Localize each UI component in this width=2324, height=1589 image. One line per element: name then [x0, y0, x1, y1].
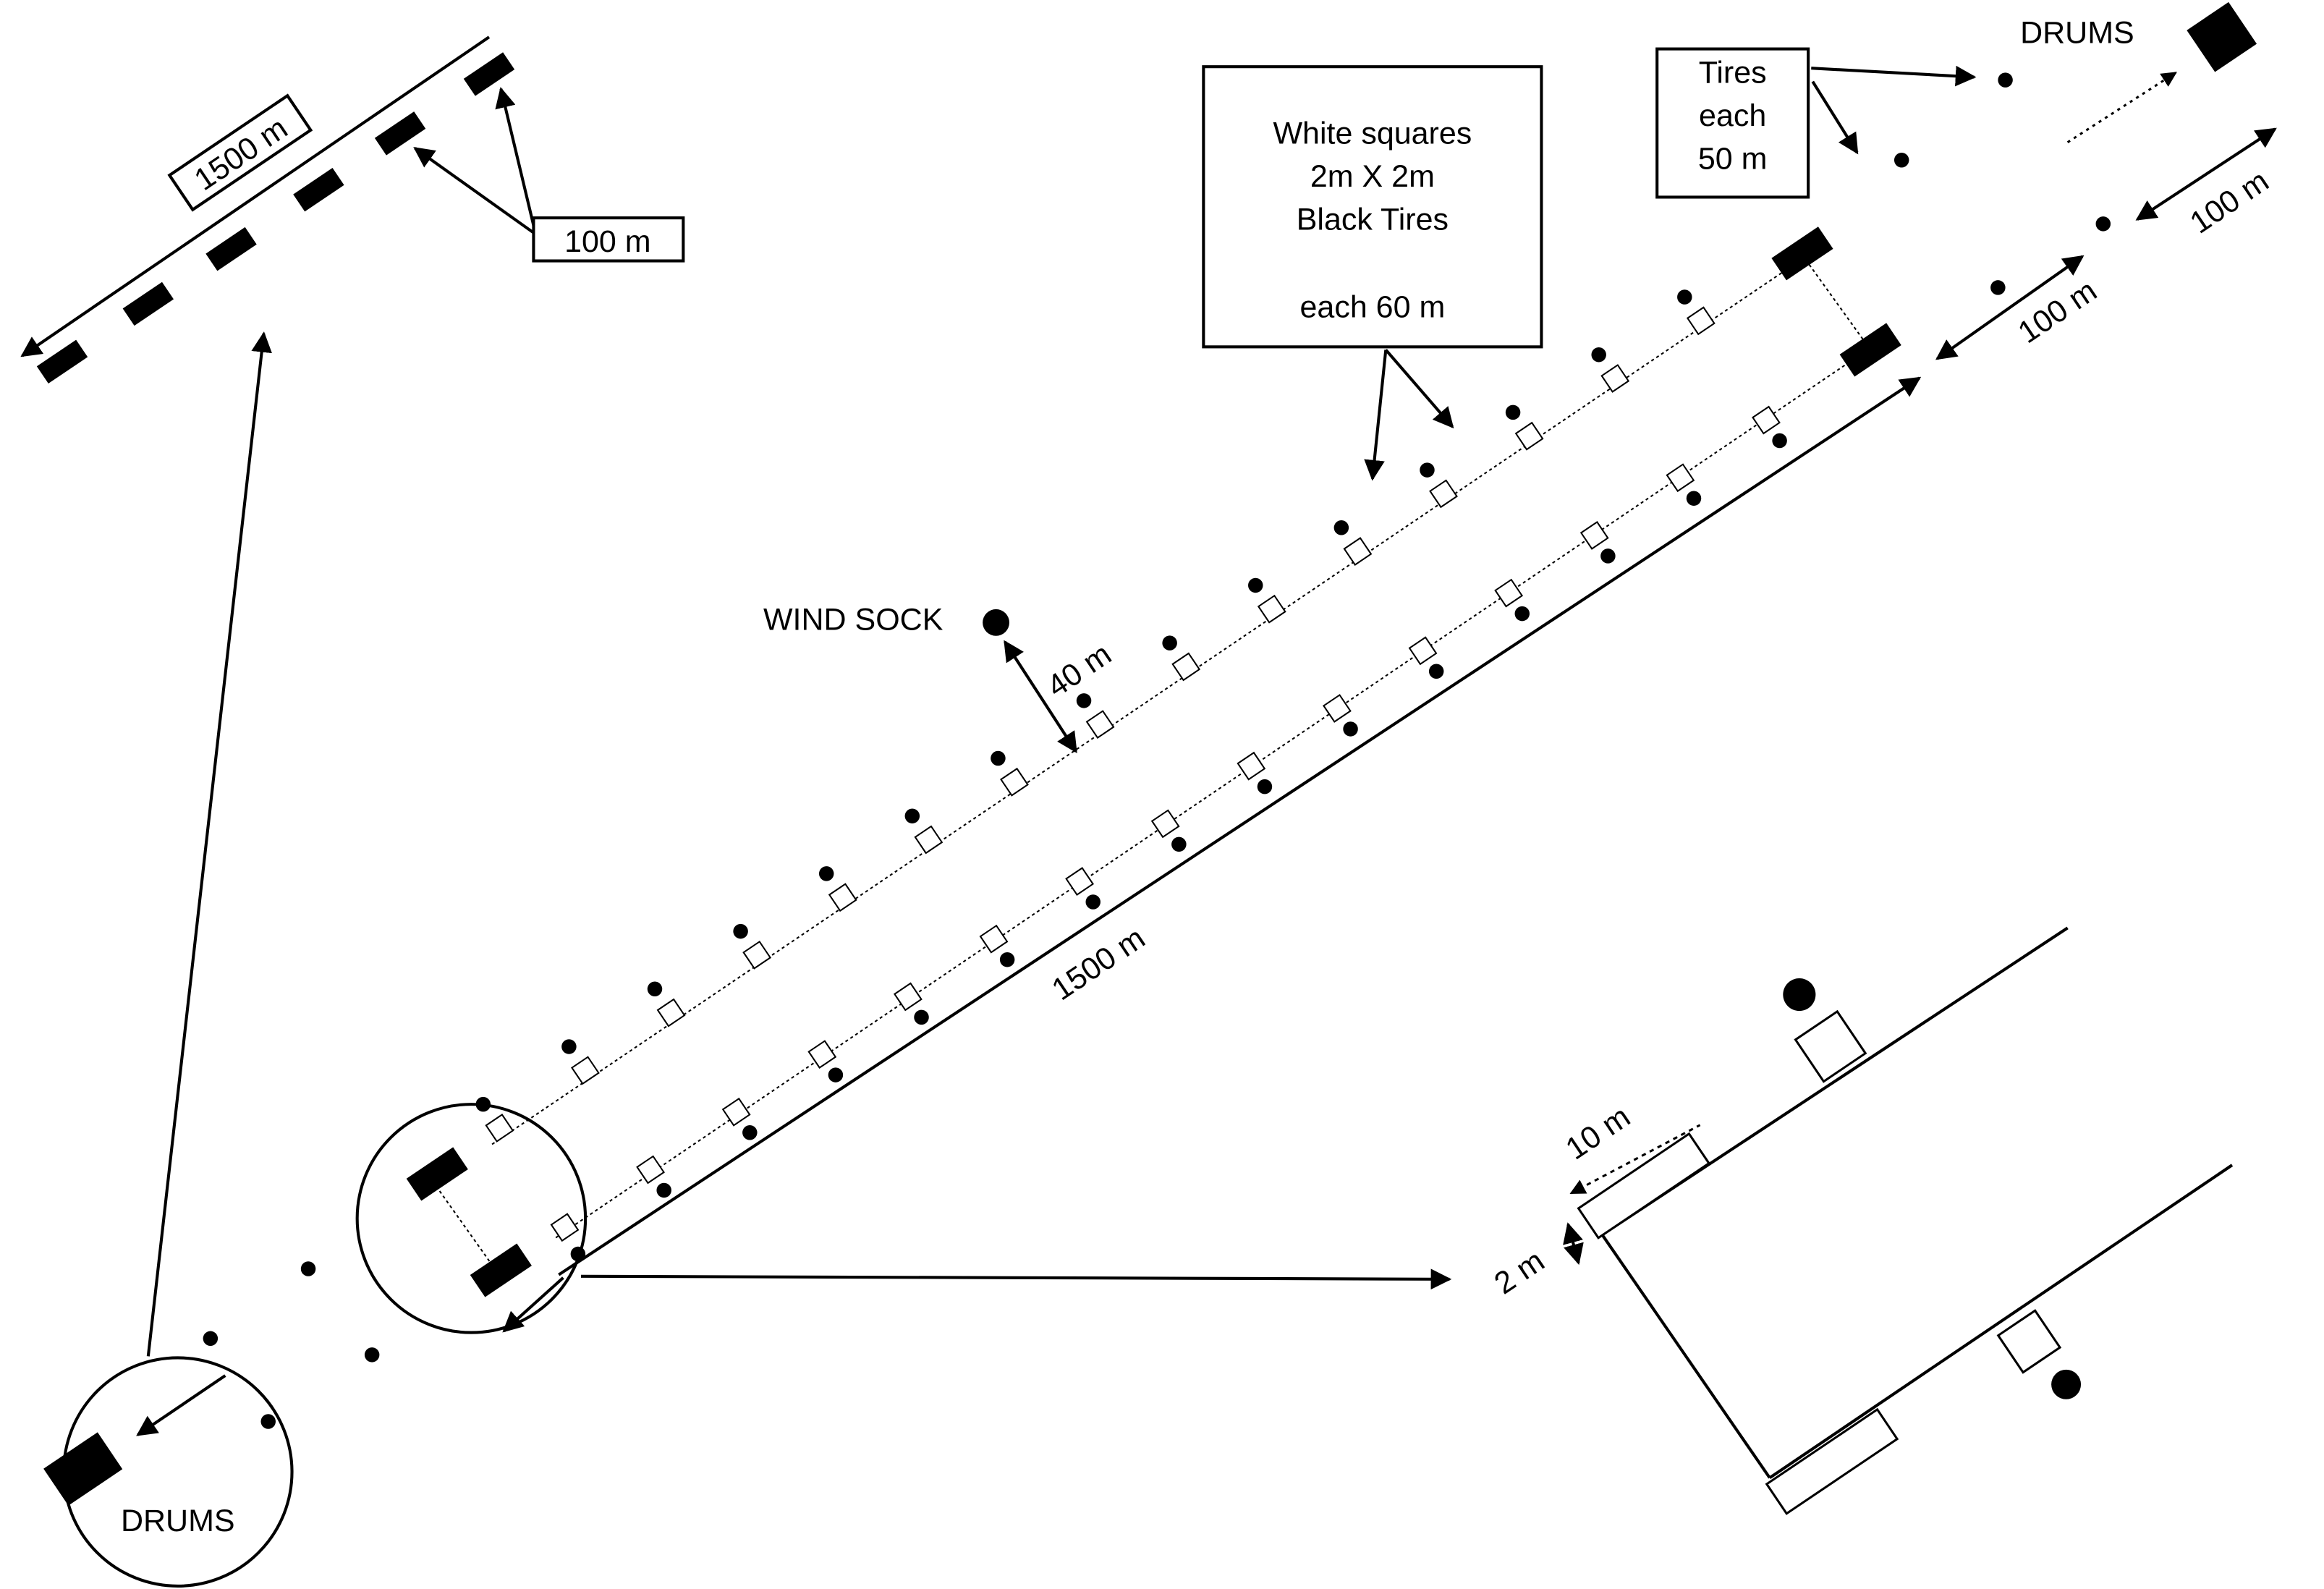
white-square [1600, 364, 1630, 393]
drums-top: DRUMS [2020, 1, 2257, 143]
scale-inset: 1500 m 100 m [20, 35, 685, 384]
white-square [485, 1114, 514, 1143]
black-tire [1420, 462, 1435, 478]
drums-top-label: DRUMS [2020, 15, 2134, 50]
white-square [1686, 306, 1716, 336]
white-square [1237, 751, 1266, 781]
distance-arrows: 100 m 100 m [1935, 127, 2277, 360]
lower-white-squares [550, 405, 1781, 1242]
white-square [1408, 636, 1438, 666]
black-tire [914, 1009, 929, 1025]
runway: 1500 m [406, 226, 1922, 1297]
black-tire [1333, 520, 1349, 535]
white-square [742, 940, 772, 970]
white-square [1065, 867, 1095, 896]
black-tire [1343, 721, 1358, 737]
white-square [1085, 710, 1115, 740]
tires-line-1: Tires [1699, 56, 1767, 90]
legend-box: White squares 2m X 2m Black Tires each 6… [1202, 65, 1543, 481]
wind-sock: WIND SOCK 40 m [763, 603, 1118, 753]
black-tire [904, 808, 920, 823]
white-square [1579, 521, 1609, 550]
white-square [1150, 809, 1180, 839]
white-square [828, 883, 857, 912]
dist-near-label: 100 m [2012, 274, 2103, 351]
wind-dist-label: 40 m [1041, 637, 1118, 704]
white-square [1323, 694, 1352, 723]
black-tire [1505, 404, 1521, 420]
black-tire [1085, 894, 1100, 910]
zoom-circle-runway-end [355, 1103, 1452, 1334]
black-tire [1600, 548, 1616, 564]
black-tire [1686, 491, 1702, 506]
black-tire [1428, 664, 1444, 679]
marker-bars [36, 52, 515, 384]
black-tire [1076, 693, 1092, 708]
white-square [656, 998, 686, 1027]
white-square [914, 825, 943, 855]
white-square [1343, 537, 1373, 566]
pointer-to-scale-inset [146, 331, 272, 1357]
black-tire [1248, 577, 1263, 593]
black-tire [1772, 433, 1787, 449]
tires-line-3: 50 m [1698, 142, 1768, 177]
black-tire [647, 981, 663, 997]
legend-line-2: 2m X 2m [1310, 159, 1435, 194]
black-tire [1257, 779, 1273, 794]
white-square [893, 982, 923, 1012]
upper-black-tires [475, 289, 1692, 1112]
black-tire [742, 1125, 758, 1140]
approach-tires [203, 1261, 380, 1429]
white-square [1494, 578, 1524, 608]
spacing-label: 100 m [564, 224, 651, 259]
white-square [1000, 767, 1029, 797]
white-square [807, 1040, 837, 1069]
black-tire [1171, 836, 1187, 852]
detail-10m-label: 10 m [1560, 1099, 1637, 1166]
dist-far-label: 100 m [2184, 164, 2275, 241]
legend-line-3: Black Tires [1297, 203, 1449, 237]
white-square [1752, 405, 1781, 435]
detail-2m-label: 2 m [1488, 1243, 1551, 1301]
legend-line-4: each 60 m [1299, 289, 1445, 324]
white-square [979, 924, 1009, 954]
drums-bottom-label: DRUMS [121, 1504, 235, 1538]
black-tire [656, 1182, 671, 1198]
white-square [1429, 479, 1458, 509]
drums-circle: DRUMS [43, 1356, 294, 1588]
black-tire [1514, 606, 1530, 622]
wind-sock-marker [983, 609, 1010, 636]
black-tire [1677, 289, 1692, 305]
black-tire [828, 1067, 844, 1082]
black-tire [999, 952, 1015, 967]
white-square [1171, 652, 1201, 682]
white-square [550, 1213, 580, 1242]
white-square [571, 1056, 600, 1085]
tires-line-2: each [1699, 98, 1766, 133]
black-tire [733, 923, 748, 939]
runway-length-label: 1500 m [1046, 920, 1151, 1007]
black-tire [991, 750, 1006, 766]
detail-view: 10 m 2 m [1488, 926, 2234, 1515]
legend-line-1: White squares [1273, 116, 1472, 151]
white-square [1666, 463, 1695, 493]
wind-sock-label: WIND SOCK [763, 603, 943, 637]
black-tire [818, 866, 834, 881]
upper-white-squares [485, 306, 1716, 1143]
tires-box: Tires each 50 m [1655, 47, 2013, 199]
white-square [721, 1097, 751, 1127]
white-square [636, 1155, 665, 1185]
black-tire [561, 1039, 577, 1054]
black-tire [1591, 347, 1606, 363]
white-square [1514, 421, 1544, 451]
black-tire [1162, 635, 1177, 651]
white-square [1257, 594, 1286, 624]
lower-black-tires [656, 433, 1787, 1198]
